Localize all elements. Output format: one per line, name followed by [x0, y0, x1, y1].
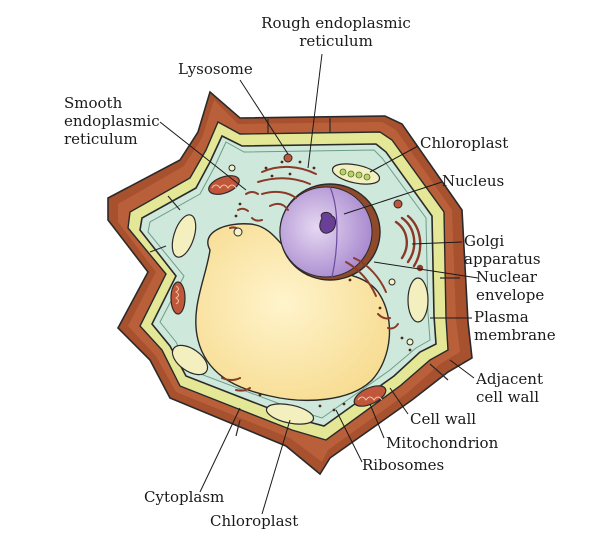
label-chloroplast-top: Chloroplast	[420, 134, 509, 152]
ribosome-dots	[234, 160, 412, 412]
smooth-er	[221, 191, 399, 392]
rough-er	[257, 166, 387, 297]
golgi-apparatus	[394, 214, 424, 272]
label-cell-wall: Cell wall	[410, 410, 477, 428]
label-mitochondrion: Mitochondrion	[386, 434, 499, 452]
label-ribosomes: Ribosomes	[362, 456, 445, 474]
chloroplasts	[171, 163, 429, 425]
lysosomes	[228, 153, 414, 346]
nucleus	[279, 183, 381, 281]
mitochondria	[170, 175, 387, 407]
wall-ticks	[149, 118, 460, 437]
leader-lines	[159, 53, 479, 515]
label-lysosome: Lysosome	[178, 60, 253, 78]
central-vacuole	[195, 223, 391, 401]
label-chloroplast-bottom: Chloroplast	[210, 512, 299, 530]
nucleolus	[319, 211, 337, 234]
label-nucleus: Nucleus	[442, 172, 505, 190]
label-cytoplasm: Cytoplasm	[144, 488, 225, 506]
